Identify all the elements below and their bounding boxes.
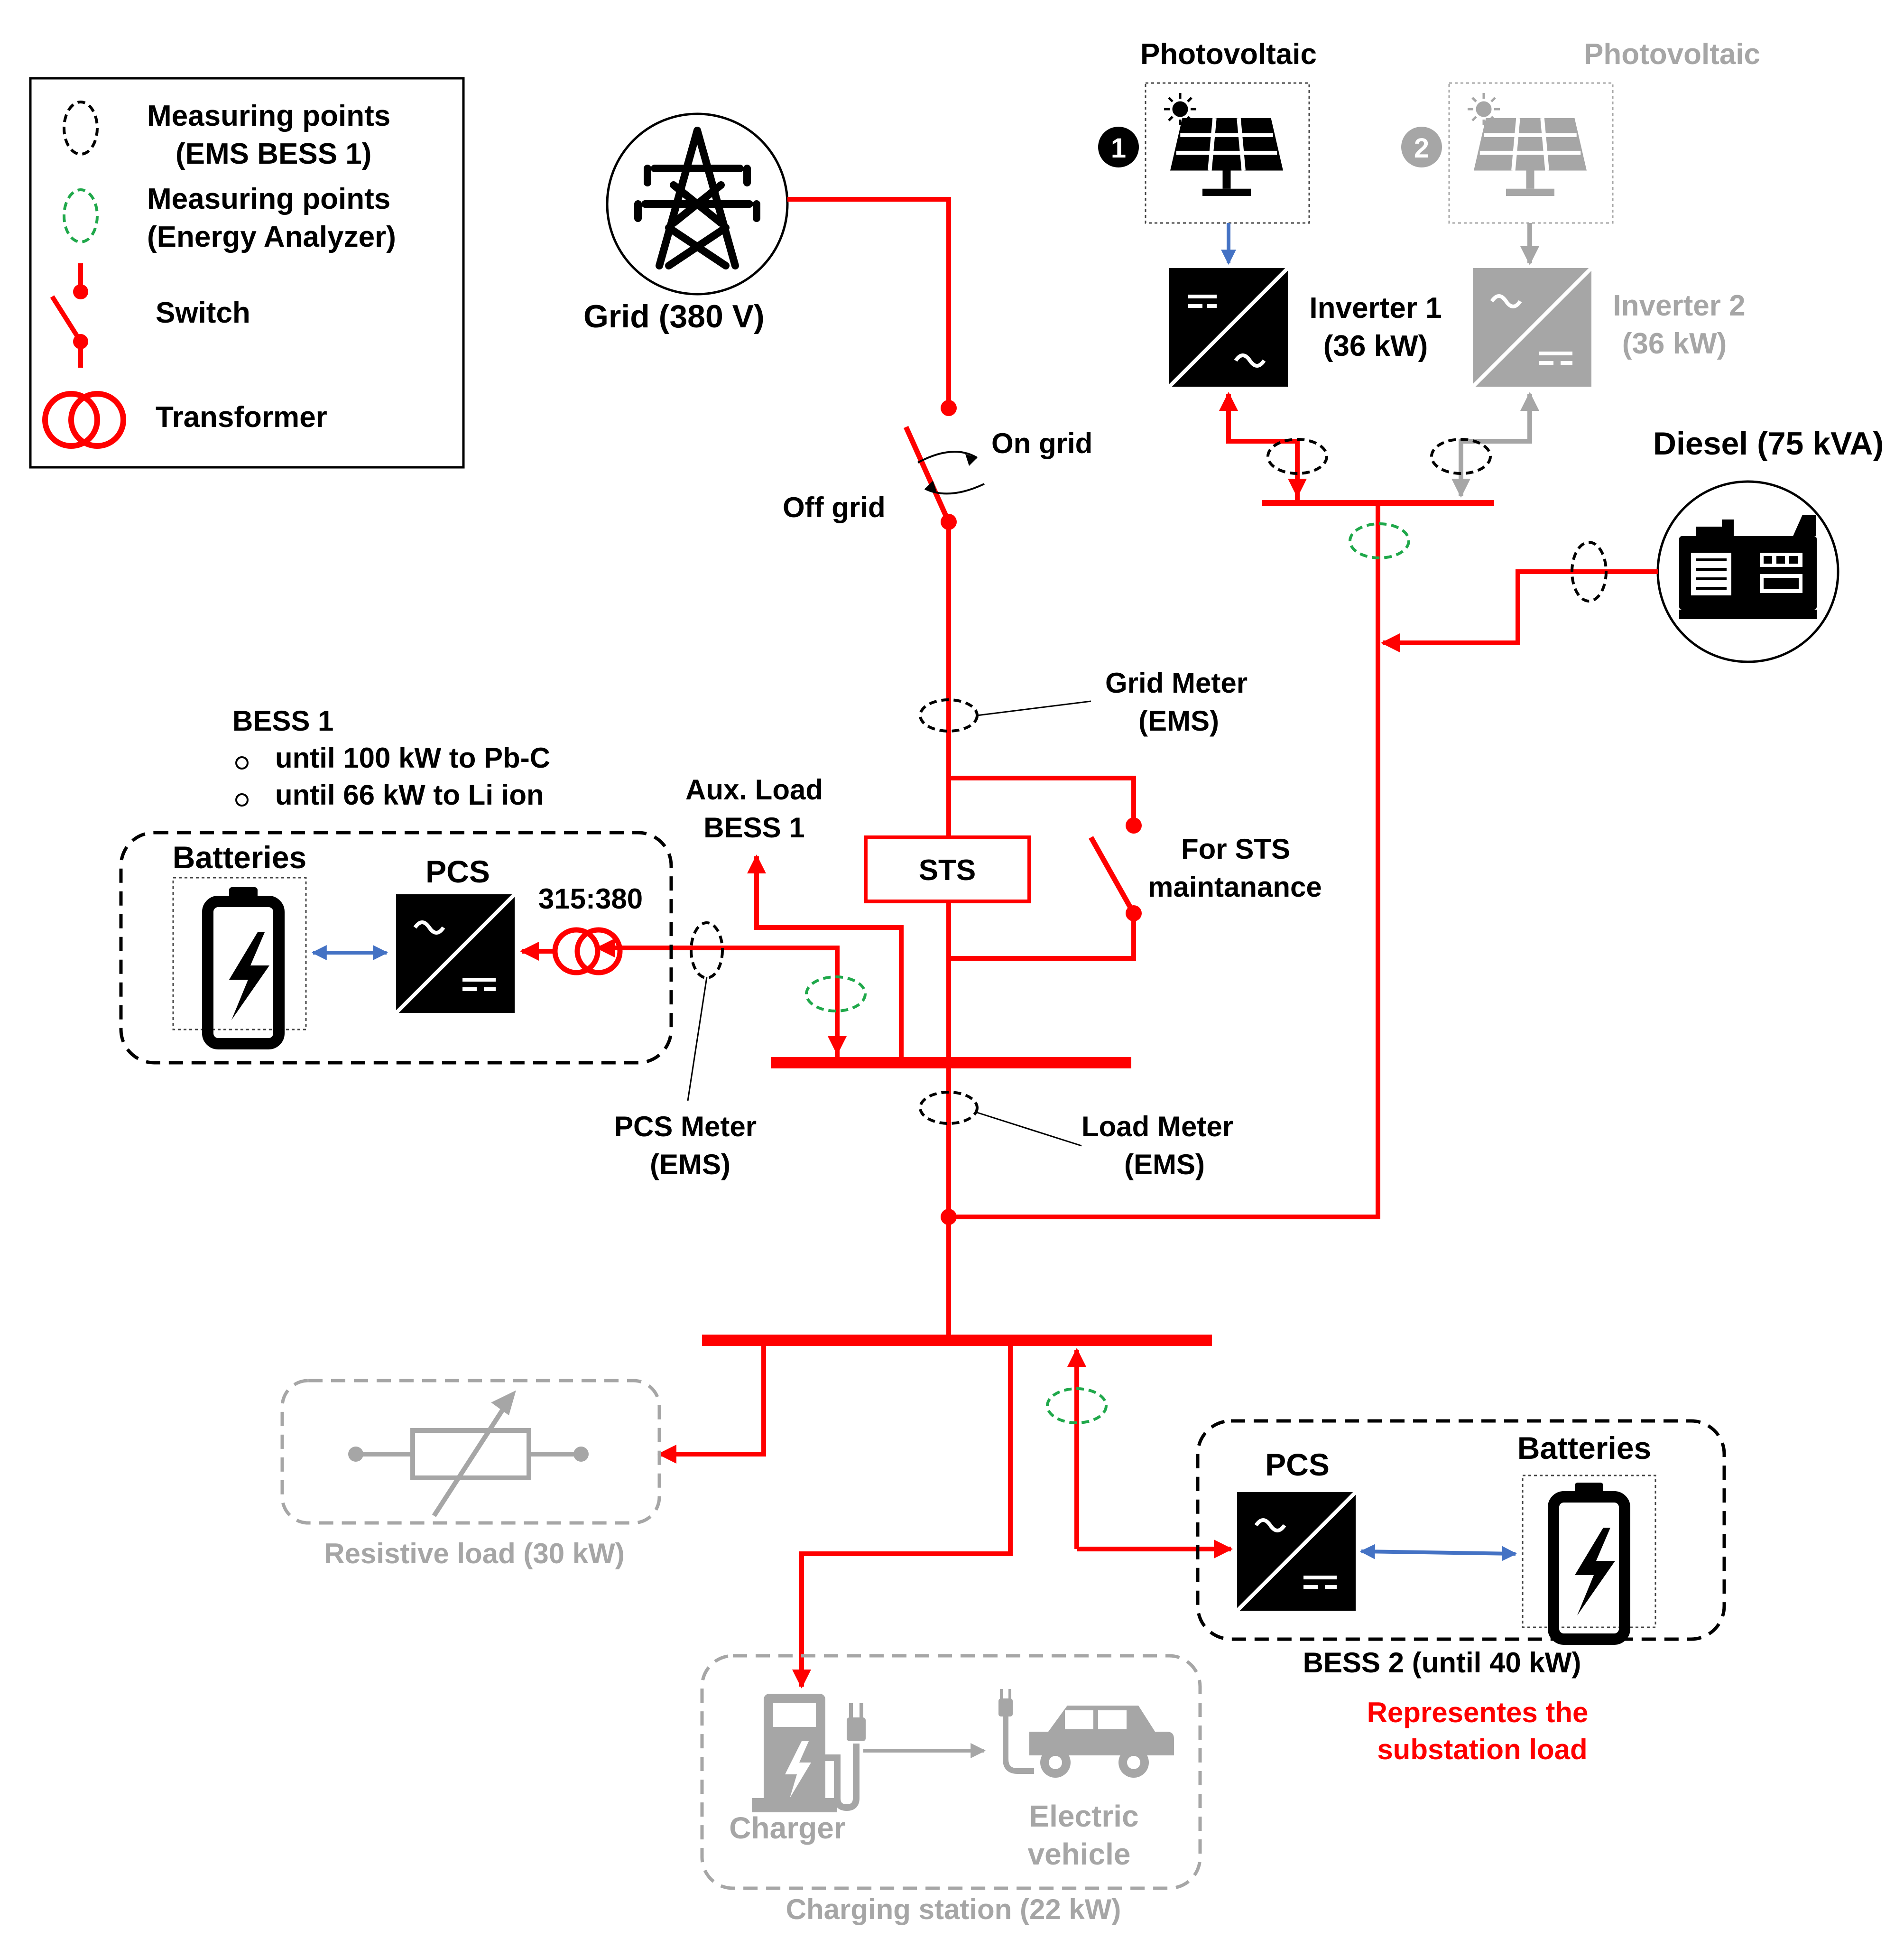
grid-meter-sub: (EMS) [1138, 705, 1219, 737]
bess2-note-1: Representes the [1367, 1697, 1589, 1728]
legend-switch: Switch [156, 297, 250, 329]
pv2-panel-icon [1474, 118, 1587, 196]
switch-icon [50, 263, 88, 368]
pv2-ems-point [1430, 438, 1492, 475]
grid-source: Grid (380 V) [583, 112, 789, 334]
bess1-transformer-icon [552, 927, 623, 975]
pv2-badge-num: 2 [1414, 133, 1429, 164]
pv1-sun-icon [1164, 93, 1196, 125]
charger-label: Charger [729, 1811, 845, 1845]
bess2-batteries-label: Batteries [1517, 1430, 1651, 1466]
inverter2-rating: (36 kW) [1622, 327, 1727, 360]
bess1-bullet-1: until 100 kW to Pb-C [275, 742, 550, 774]
bess2-label: BESS 2 (until 40 kW) [1303, 1647, 1581, 1679]
pcs-meter-sub: (EMS) [650, 1149, 730, 1180]
resistive-load-label: Resistive load (30 kW) [324, 1538, 625, 1569]
pv1-badge-num: 1 [1111, 133, 1126, 164]
bess1-container [119, 831, 673, 1065]
measuring-point-analyzer-icon [63, 188, 99, 243]
legend-mp-ems-sub: (EMS BESS 1) [176, 138, 371, 170]
sts-maint-label-1: For STS [1181, 833, 1290, 865]
bess2-note-2: substation load [1377, 1734, 1587, 1765]
sts-label: STS [919, 854, 976, 887]
inverter2-label: Inverter 2 [1613, 289, 1745, 322]
pcs-meter-point [690, 921, 724, 979]
bess2-pcs-label: PCS [1265, 1447, 1330, 1482]
variable-resistor-icon [348, 1390, 589, 1517]
pcs-meter-label: PCS Meter [614, 1111, 757, 1142]
sts-maintenance-switch[interactable] [1089, 836, 1142, 921]
pylon-icon [634, 127, 760, 269]
legend-mp-ems: Measuring points [147, 100, 390, 132]
bess1-batteries-label: Batteries [173, 840, 306, 875]
bess1-battery-icon [198, 887, 279, 1044]
inverter1-rating: (36 kW) [1323, 330, 1428, 362]
ev-label-1: Electric [1029, 1799, 1138, 1833]
bess1-pcs-label: PCS [425, 854, 490, 889]
measuring-point-ems-icon [63, 101, 99, 156]
bess1-title: BESS 1 [232, 705, 333, 737]
diesel-ems-point [1571, 541, 1608, 603]
off-grid-label: Off grid [783, 492, 886, 523]
charger-icon [752, 1694, 866, 1812]
pv2-sun-icon [1468, 93, 1500, 125]
load-meter-label: Load Meter [1081, 1111, 1233, 1142]
inverter1-icon [1169, 268, 1288, 387]
bess2-container [1196, 1419, 1726, 1641]
legend-transformer: Transformer [156, 401, 327, 434]
sts-maint-label-2: maintanance [1148, 871, 1322, 903]
pv1-title: Photovoltaic [1140, 38, 1317, 71]
grid-meter-label: Grid Meter [1105, 667, 1248, 699]
bess2-pcs-icon [1237, 1492, 1356, 1611]
generator-icon [1679, 515, 1817, 619]
load-meter-point [919, 1091, 979, 1125]
pv1-ems-point [1266, 438, 1328, 475]
ev-label-2: vehicle [1027, 1837, 1130, 1871]
legend: Measuring points (EMS BESS 1) Measuring … [29, 77, 465, 469]
legend-mp-analyzer-sub: (Energy Analyzer) [147, 221, 396, 253]
sts-box [864, 835, 1031, 903]
pv1-panel-icon [1170, 118, 1283, 196]
grid-label: Grid (380 V) [583, 298, 765, 334]
pv1-badge [1098, 127, 1139, 167]
transformer-icon [42, 391, 126, 449]
pv2-title: Photovoltaic [1584, 38, 1760, 71]
resistive-load-box [280, 1379, 661, 1525]
bess1-bullet-2: until 66 kW to Li ion [275, 779, 544, 811]
on-off-grid-switch[interactable] [903, 426, 985, 530]
aux-load-label-2: BESS 1 [703, 812, 804, 844]
bess2-analyzer-point [1046, 1387, 1108, 1424]
charging-station-label: Charging station (22 kW) [786, 1893, 1121, 1925]
bess2-battery-icon [1544, 1483, 1625, 1639]
load-meter-sub: (EMS) [1124, 1149, 1205, 1180]
on-grid-label: On grid [991, 427, 1092, 459]
bess1-analyzer-point [805, 975, 867, 1012]
inverter2-icon [1473, 268, 1591, 387]
bess1-transformer-ratio: 315:380 [538, 883, 643, 915]
aux-load-label-1: Aux. Load [685, 774, 823, 806]
pv2-badge [1401, 127, 1442, 167]
bess1-pcs-icon [396, 894, 515, 1013]
inverter1-label: Inverter 1 [1309, 292, 1442, 325]
pv-analyzer-point [1349, 522, 1410, 559]
diesel-label: Diesel (75 kVA) [1653, 426, 1884, 462]
charging-station-box [700, 1654, 1202, 1890]
legend-mp-analyzer: Measuring points [147, 183, 390, 215]
electric-vehicle-icon [998, 1689, 1174, 1778]
